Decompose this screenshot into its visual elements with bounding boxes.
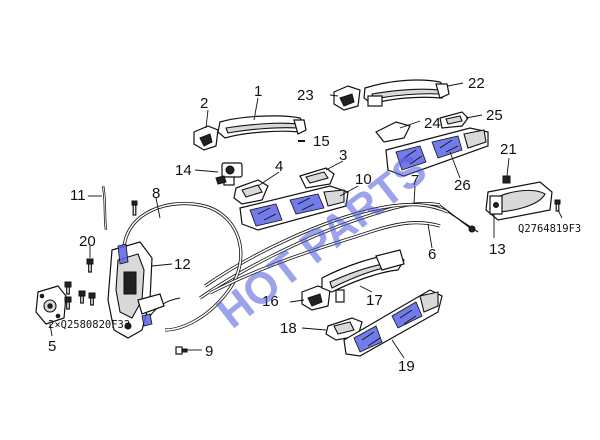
front-handle-1 xyxy=(217,115,307,139)
bolt-cable-8 xyxy=(131,200,138,216)
cover-24 xyxy=(375,121,411,143)
callout-4: 4 xyxy=(275,158,283,175)
end-cap-16 xyxy=(301,285,331,311)
callout-11: 11 xyxy=(70,187,86,204)
screw-right xyxy=(554,199,561,212)
callout-16: 16 xyxy=(262,293,279,310)
interior-handle-13 xyxy=(485,181,553,221)
callout-21: 21 xyxy=(500,141,517,158)
clip-9 xyxy=(175,346,188,355)
part-code-screw-right: Q2764819F3 xyxy=(518,223,581,235)
callout-1: 1 xyxy=(254,83,262,100)
end-cap-23 xyxy=(333,85,361,111)
callout-5: 5 xyxy=(48,338,56,355)
rod-11 xyxy=(101,185,108,231)
callout-9: 9 xyxy=(205,343,213,360)
callout-26: 26 xyxy=(454,177,471,194)
callout-24: 24 xyxy=(424,115,441,132)
callout-8: 8 xyxy=(152,185,160,202)
callout-13: 13 xyxy=(489,241,506,258)
callout-17: 17 xyxy=(366,292,383,309)
callout-12: 12 xyxy=(174,256,191,273)
callout-22: 22 xyxy=(468,75,485,92)
callout-7: 7 xyxy=(411,172,419,189)
callout-20: 20 xyxy=(79,233,96,250)
handle-frame-26 xyxy=(385,127,489,177)
lock-cylinder-14 xyxy=(215,162,243,186)
handle-bracket-10 xyxy=(239,185,349,231)
lock-actuator-12 xyxy=(107,241,165,339)
callout-6: 6 xyxy=(428,246,436,263)
latch-plate-5 xyxy=(35,285,67,325)
end-cap-2 xyxy=(193,125,219,151)
gasket-4 xyxy=(233,179,269,205)
handle-bracket-19 xyxy=(343,289,443,357)
cable-6 xyxy=(209,221,441,295)
callout-10: 10 xyxy=(355,171,372,188)
callout-23: 23 xyxy=(297,87,314,104)
callout-labels: 1 2 3 4 5 6 7 8 9 10 11 12 13 14 15 16 1… xyxy=(48,75,517,375)
callout-3: 3 xyxy=(339,147,347,164)
gasket-25 xyxy=(439,111,469,129)
callout-25: 25 xyxy=(486,107,503,124)
leader-lines xyxy=(49,82,563,359)
rear-handle-17 xyxy=(321,249,405,303)
callout-18: 18 xyxy=(280,320,297,337)
screws-20 xyxy=(64,258,96,310)
rear-handle-22 xyxy=(363,79,450,107)
callout-2: 2 xyxy=(200,95,208,112)
callout-14: 14 xyxy=(175,162,192,179)
clip-21 xyxy=(502,175,511,184)
callout-15: 15 xyxy=(313,133,330,150)
part-code-screws-left: 2×Q2580820F32 xyxy=(48,319,130,331)
gasket-3 xyxy=(299,167,335,189)
callout-19: 19 xyxy=(398,358,415,375)
